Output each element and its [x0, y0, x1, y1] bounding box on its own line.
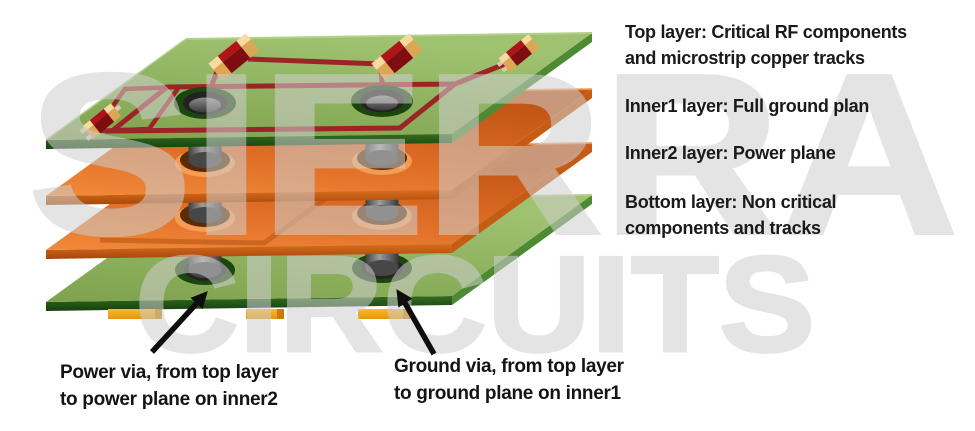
smd-component-b: [371, 33, 423, 81]
label-line: Top layer: Critical RF components: [625, 22, 907, 42]
annotation-power-via: Power via, from top layer to power plane…: [60, 359, 279, 413]
label-line: Bottom layer: Non critical: [625, 192, 837, 212]
label-line: Inner1 layer: Full ground plan: [625, 96, 870, 116]
label-bottom-layer: Bottom layer: Non critical components an…: [625, 189, 837, 241]
copper-traces: [90, 56, 506, 134]
watermark-line2: CIRCUITS: [135, 228, 815, 380]
annotation-line: to ground plane on inner1: [394, 383, 621, 404]
smd-component-left: [79, 103, 122, 141]
annotation-line: to power plane on inner2: [60, 389, 278, 410]
annotation-line: Power via, from top layer: [60, 362, 279, 383]
label-inner2-layer: Inner2 layer: Power plane: [625, 140, 836, 166]
smd-component-a: [208, 33, 260, 81]
label-top-layer: Top layer: Critical RF components and mi…: [625, 19, 907, 71]
annotation-ground-via: Ground via, from top layer to ground pla…: [394, 353, 624, 407]
annotation-line: Ground via, from top layer: [394, 356, 624, 377]
label-line: components and tracks: [625, 218, 821, 238]
ground-via-arrow: [396, 289, 437, 356]
watermark: SIERRA CIRCUITS: [26, 26, 960, 382]
power-via-arrow: [149, 291, 208, 354]
via-barrel: [188, 197, 399, 223]
label-inner1-layer: Inner1 layer: Full ground plan: [625, 93, 869, 119]
top-via-holes: [174, 85, 413, 119]
via-barrel: [188, 142, 399, 168]
solder-pads: [108, 309, 410, 319]
label-line: Inner2 layer: Power plane: [625, 143, 836, 163]
watermark-line1: SIERRA: [28, 28, 958, 282]
smd-component-c: [496, 34, 540, 73]
top-layer-board: [45, 32, 593, 149]
label-line: and microstrip copper tracks: [625, 48, 865, 68]
